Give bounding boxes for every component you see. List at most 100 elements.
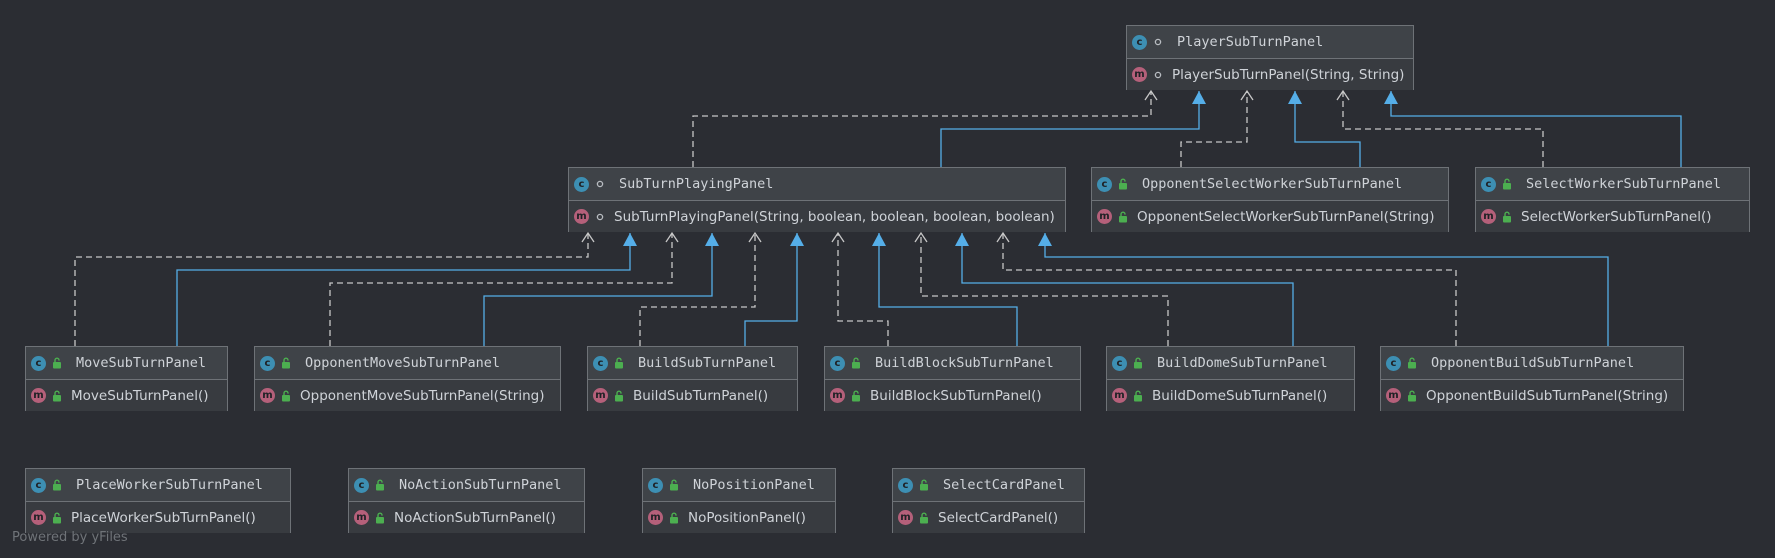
- realization-edge-selectworkersubturnpanel-to-playersubturnpanel: [1384, 91, 1682, 167]
- public-lock-icon: [1502, 177, 1512, 191]
- class-title: PlayerSubTurnPanel: [1177, 34, 1324, 50]
- realization-edge-movesubturnpanel-to-subturnplayingpanel: [176, 233, 637, 346]
- public-lock-icon: [614, 389, 624, 403]
- dependency-arrowhead: [914, 231, 928, 243]
- constructor-row[interactable]: m OpponentMoveSubTurnPanel(String): [255, 380, 560, 411]
- public-lock-icon: [52, 511, 62, 525]
- public-lock-icon: [669, 478, 679, 492]
- class-header[interactable]: c SelectCardPanel: [893, 469, 1084, 502]
- yfiles-watermark: Powered by yFiles: [12, 530, 128, 545]
- constructor-signature: SubTurnPlayingPanel(String, boolean, boo…: [614, 208, 1055, 225]
- method-m-icon: m: [31, 510, 46, 525]
- class-c-icon: c: [31, 355, 46, 371]
- edge-line: [483, 233, 713, 346]
- edge-line: [878, 233, 1018, 346]
- class-node-opponent-move-sub-turn-panel[interactable]: c OpponentMoveSubTurnPanel m OpponentMoveSu…: [254, 346, 561, 411]
- constructor-signature: BuildDomeSubTurnPanel(): [1152, 387, 1328, 404]
- public-lock-icon: [1407, 389, 1417, 403]
- realization-arrowhead: [955, 233, 969, 246]
- edge-line: [961, 233, 1294, 346]
- edge-line: [692, 91, 1152, 167]
- class-c-icon: c: [830, 355, 845, 371]
- class-title: NoPositionPanel: [693, 477, 815, 493]
- dependency-edge-movesubturnpanel-to-subturnplayingpanel: [74, 231, 595, 346]
- class-header[interactable]: c OpponentMoveSubTurnPanel: [255, 347, 560, 380]
- edge-line: [1002, 233, 1457, 346]
- constructor-signature: NoActionSubTurnPanel(): [394, 509, 556, 526]
- edge-line: [920, 233, 1169, 346]
- constructor-row[interactable]: m NoActionSubTurnPanel(): [349, 502, 584, 533]
- public-lock-icon: [851, 389, 861, 403]
- public-lock-icon: [1133, 356, 1143, 370]
- class-c-icon: c: [898, 477, 913, 493]
- method-m-icon: m: [593, 388, 608, 403]
- class-title: SubTurnPlayingPanel: [619, 176, 774, 192]
- edge-line: [329, 233, 673, 346]
- public-lock-icon: [375, 478, 385, 492]
- public-lock-icon: [52, 478, 62, 492]
- class-c-icon: c: [354, 477, 369, 493]
- class-title: SelectCardPanel: [943, 477, 1065, 493]
- method-m-icon: m: [354, 510, 369, 525]
- class-c-icon: c: [260, 355, 275, 371]
- class-c-icon: c: [593, 355, 608, 371]
- constructor-signature: OpponentSelectWorkerSubTurnPanel(String): [1137, 208, 1435, 225]
- method-m-icon: m: [1132, 67, 1147, 82]
- method-m-icon: m: [1097, 209, 1112, 224]
- method-m-icon: m: [260, 388, 275, 403]
- constructor-signature: OpponentMoveSubTurnPanel(String): [300, 387, 545, 404]
- class-title: PlaceWorkerSubTurnPanel: [76, 477, 263, 493]
- dependency-edge-builddomesubturnpanel-to-subturnplayingpanel: [914, 231, 1169, 346]
- public-lock-icon: [375, 511, 385, 525]
- dependency-edge-opponentmovesubturnpanel-to-subturnplayingpanel: [329, 231, 679, 346]
- dependency-edge-buildblocksubturnpanel-to-subturnplayingpanel: [831, 231, 889, 346]
- class-title: OpponentMoveSubTurnPanel: [305, 355, 501, 371]
- constructor-row[interactable]: m OpponentSelectWorkerSubTurnPanel(String…: [1092, 201, 1448, 232]
- class-title: OpponentBuildSubTurnPanel: [1431, 355, 1635, 371]
- dependency-arrowhead: [748, 231, 762, 243]
- public-lock-icon: [281, 356, 291, 370]
- realization-edge-buildsubturnpanel-to-subturnplayingpanel: [744, 233, 804, 346]
- edge-line: [837, 233, 889, 346]
- constructor-signature: BuildBlockSubTurnPanel(): [870, 387, 1042, 404]
- public-lock-icon: [919, 511, 929, 525]
- constructor-signature: MoveSubTurnPanel(): [71, 387, 209, 404]
- public-lock-icon: [614, 356, 624, 370]
